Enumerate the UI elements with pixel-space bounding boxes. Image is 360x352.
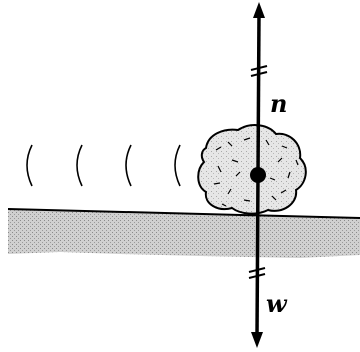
motion-line	[76, 144, 83, 187]
normal-force-label: n	[270, 89, 287, 118]
motion-line	[125, 144, 132, 187]
normal-force-arrowhead	[253, 2, 265, 18]
motion-line	[26, 144, 33, 187]
weight-arrowhead	[251, 332, 263, 348]
normal-force-tick-marks	[250, 65, 268, 77]
weight-tick-marks	[248, 267, 266, 279]
center-of-mass-dot	[250, 167, 266, 183]
rock	[197, 124, 307, 215]
weight-label: w	[266, 289, 288, 318]
motion-lines	[26, 144, 181, 187]
motion-line	[174, 144, 181, 187]
ground-surface	[7, 208, 360, 258]
